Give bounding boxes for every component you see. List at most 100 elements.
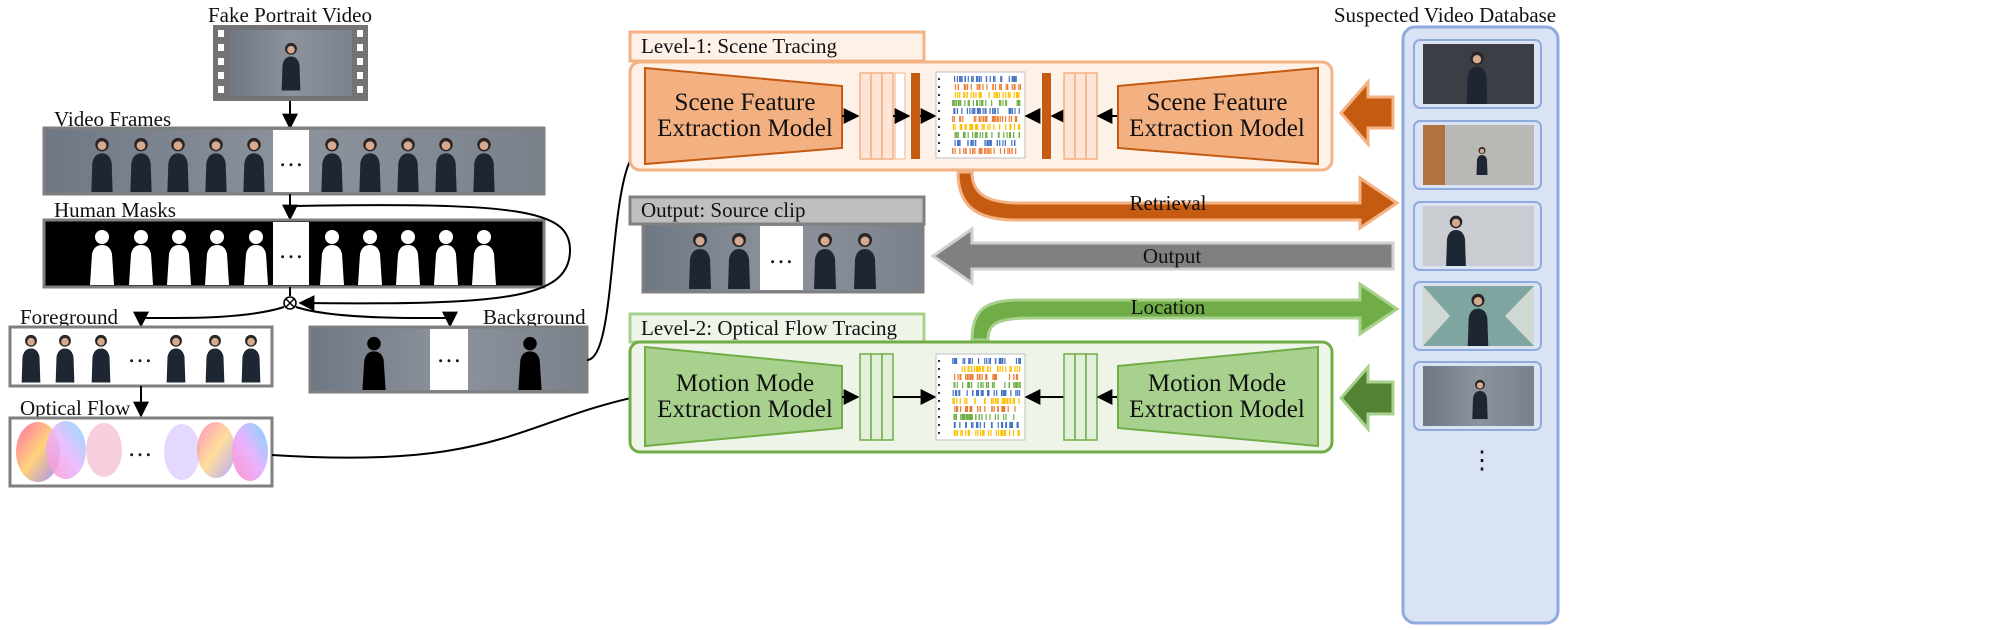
barcode-tick: [965, 406, 968, 412]
barcode-tick: [993, 116, 995, 122]
barcode-tick: [987, 390, 989, 396]
barcode-tick: [1013, 382, 1015, 388]
barcode-tick: [985, 100, 987, 106]
barcode-row-marker: [938, 126, 940, 128]
barcode-tick: [1017, 100, 1019, 106]
barcode-tick: [990, 422, 993, 428]
barcode-tick: [995, 374, 997, 380]
barcode-tick: [1004, 358, 1006, 364]
barcode-tick: [1008, 382, 1010, 388]
motion-model-right: [1117, 345, 1319, 448]
barcode-tick: [1018, 108, 1020, 114]
barcode-tick: [974, 148, 976, 154]
barcode-tick: [1003, 430, 1006, 436]
background-strip: [308, 325, 589, 394]
barcode-tick: [995, 92, 997, 98]
barcode-tick: [963, 92, 965, 98]
scene-model-right-line1: Scene Feature: [1147, 89, 1288, 116]
barcode-tick: [986, 358, 988, 364]
barcode-tick: [985, 374, 987, 380]
barcode-tick: [1011, 422, 1014, 428]
barcode-tick: [1001, 398, 1003, 404]
barcode-tick: [1001, 358, 1003, 364]
barcode-tick: [959, 390, 961, 396]
barcode-tick: [1014, 406, 1016, 412]
motion-model-left-line2: Extraction Model: [657, 396, 833, 423]
barcode-tick: [970, 124, 972, 130]
barcode-row-marker: [938, 102, 940, 104]
barcode-tick: [961, 366, 963, 372]
barcode-tick: [994, 108, 996, 114]
output-title-box: Output: Source clip: [628, 195, 926, 226]
barcode-tick: [958, 100, 960, 106]
barcode-tick: [979, 84, 981, 90]
barcode-tick: [965, 148, 967, 154]
barcode-tick: [1006, 398, 1008, 404]
barcode-tick: [962, 116, 964, 122]
barcode-tick: [970, 92, 972, 98]
barcode-tick: [952, 358, 954, 364]
barcode-tick: [991, 116, 993, 122]
barcode-row-marker: [938, 400, 940, 402]
barcode-tick: [997, 406, 999, 412]
barcode-tick: [992, 108, 994, 114]
barcode-tick: [975, 366, 978, 372]
barcode-tick: [1011, 76, 1013, 82]
human-masks-label: Human Masks: [54, 198, 176, 222]
barcode-tick: [977, 422, 979, 428]
barcode-tick: [1018, 100, 1020, 106]
barcode-tick: [959, 148, 961, 154]
barcode-row-marker: [938, 94, 940, 96]
barcode-tick: [954, 124, 956, 130]
barcode-tick: [969, 374, 972, 380]
barcode-tick: [981, 148, 983, 154]
output-source-clip: [641, 222, 925, 294]
barcode-tick: [995, 430, 997, 436]
barcode-tick: [966, 92, 968, 98]
barcode-tick: [981, 390, 984, 396]
barcode-tick: [992, 382, 994, 388]
barcode-tick: [1000, 100, 1002, 106]
database-label: Suspected Video Database: [1334, 3, 1556, 27]
retrieval-label: Retrieval: [1130, 191, 1207, 215]
barcode-tick: [952, 398, 954, 404]
barcode-tick: [1014, 116, 1016, 122]
barcode-tick: [964, 398, 966, 404]
barcode-tick: [990, 140, 992, 146]
barcode-tick: [978, 76, 981, 82]
barcode-tick: [955, 414, 958, 420]
foreground-label: Foreground: [20, 305, 118, 329]
barcode-tick: [1015, 148, 1017, 154]
barcode-tick: [1000, 390, 1003, 396]
barcode-tick: [983, 366, 985, 372]
barcode-tick: [1018, 382, 1020, 388]
barcode-tick: [955, 430, 957, 436]
barcode-tick: [980, 382, 982, 388]
to-foreground-connector: [133, 306, 285, 328]
barcode-tick: [997, 132, 1000, 138]
retrieval-arrow: [956, 170, 1400, 231]
barcode-tick: [969, 358, 971, 364]
barcode-tick: [1019, 382, 1021, 388]
barcode-tick: [965, 406, 967, 412]
barcode-tick: [954, 406, 956, 412]
barcode-tick: [1002, 406, 1004, 412]
barcode-tick: [1003, 148, 1006, 154]
barcode-tick: [1004, 140, 1006, 146]
barcode-tick: [990, 148, 992, 154]
masks-ellipsis: …: [279, 237, 304, 264]
barcode-tick: [970, 406, 972, 412]
barcode-tick: [996, 140, 999, 146]
output-arrow: [930, 226, 1395, 286]
barcode-tick: [953, 398, 955, 404]
barcode-tick: [976, 366, 978, 372]
barcode-tick: [971, 140, 973, 146]
barcode-row-marker: [938, 408, 940, 410]
barcode-tick: [985, 132, 987, 138]
barcode-tick: [956, 100, 958, 106]
barcode-tick: [1011, 148, 1013, 154]
level2-title-box: Level-2: Optical Flow Tracing: [628, 312, 926, 344]
barcode-tick: [976, 406, 979, 412]
barcode-tick: [997, 116, 999, 122]
barcode-tick: [985, 148, 987, 154]
